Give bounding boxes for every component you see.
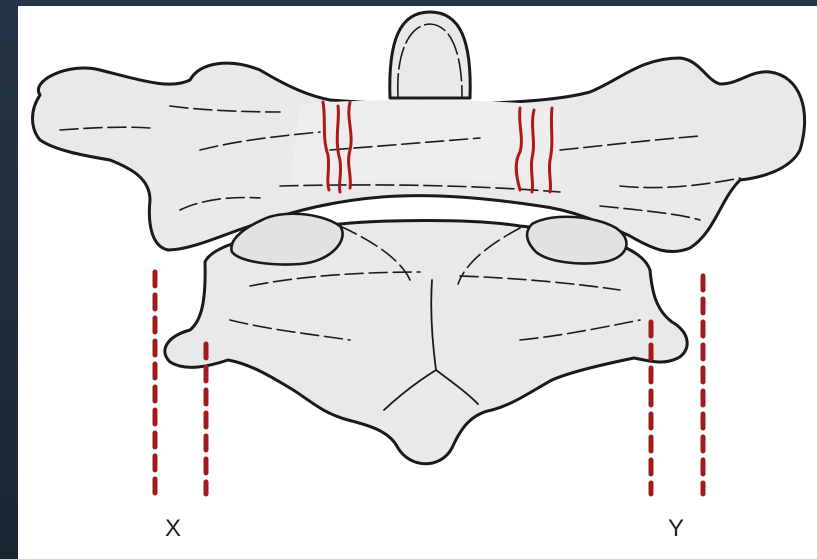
label-x: X	[165, 515, 181, 543]
label-y: Y	[668, 515, 684, 543]
